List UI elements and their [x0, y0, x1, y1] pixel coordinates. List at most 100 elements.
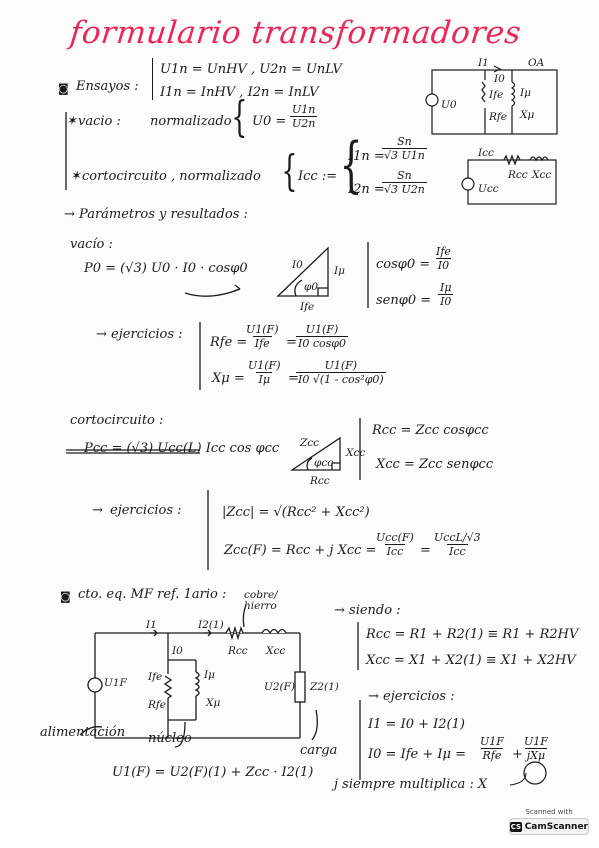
sen-phi0-frac: Iμ I0 [438, 282, 454, 307]
bullet-icon: ◙ [58, 82, 69, 95]
circuit-top-imu: Iμ [520, 87, 531, 99]
cc-brace-2: { [339, 130, 363, 200]
equivalent-circuit-diagram [79, 604, 318, 748]
circuit-cc-diagram [461, 154, 557, 205]
vacio-triangle [276, 246, 329, 297]
rfe-frac-1: U1(F) Ife [244, 324, 280, 349]
xmu-lhs: Xμ = [212, 371, 245, 386]
vacio-u0: U0 = [252, 114, 287, 129]
xmu-n2: U1(F) [324, 359, 358, 372]
siendo-i0-d2: jXμ [524, 747, 548, 762]
tri2-zcc: Zcc [300, 437, 320, 449]
cto-carga: carga [300, 743, 338, 758]
zcc-d1: Icc [384, 543, 406, 558]
cto-imu: Iμ [204, 669, 215, 681]
cc-label: cortocircuito , normalizado [82, 169, 261, 184]
ensayos-brace [152, 58, 154, 100]
siendo-label: → siendo : [334, 603, 401, 618]
xcc-zcc-sen: Xcc = Zcc senφcc [376, 457, 494, 472]
circuit-cc-icc: Icc [478, 147, 494, 159]
rfe-n2: U1(F) [305, 323, 339, 336]
rfe-d1: Ife [252, 335, 272, 350]
circuit-top-rfe: Rfe [489, 111, 508, 123]
zcc-frac-1: Ucc(F) Icc [374, 532, 416, 557]
cto-nucleo: núcleo [148, 731, 192, 746]
siendo-i0-lhs: I0 = Ife + Iμ = [368, 747, 466, 762]
parametros-heading: → Parámetros y resultados : [64, 207, 248, 222]
vacio-num: U1n [292, 103, 316, 116]
eq-sign-3: = [420, 543, 431, 558]
cto-i1: I1 [146, 619, 157, 631]
circuit-top-i1: I1 [478, 57, 489, 69]
tri2-phi: φcc [314, 457, 334, 469]
vacio2-ejercicios: → ejercicios : [96, 327, 183, 342]
zcc-n1: Ucc(F) [376, 531, 414, 544]
handwritten-drawings [65, 65, 558, 786]
tri2-xcc: Xcc [346, 447, 366, 459]
xmu-frac-1: U1(F) Iμ [246, 360, 282, 385]
cc-brace: { [281, 146, 298, 195]
circuit-top-i0: I0 [494, 73, 505, 85]
circuit-top-ife: Ife [489, 89, 504, 101]
cc-fraction-1: Sn √3 U1n [382, 136, 427, 161]
sen-phi0-num: Iμ [440, 281, 452, 294]
circuit-cc-xcc: Xcc [532, 169, 552, 181]
zcc-modulus: |Zcc| = √(Rcc² + Xcc²) [222, 505, 370, 520]
xmu-frac-2: U1(F) I0 √(1 - cos²φ0) [296, 360, 386, 385]
cos-phi0-frac: Ife I0 [434, 246, 453, 271]
cto-u2: U2(F) [264, 681, 296, 693]
tri1-imu: Iμ [334, 265, 345, 277]
sen-phi0-lhs: senφ0 = [376, 293, 432, 308]
pcc-equation: Pcc = (√3) Ucc(L) Icc cos φcc [84, 441, 280, 456]
cto-rfe: Rfe [148, 699, 167, 711]
rcc-zcc-cos: Rcc = Zcc cosφcc [372, 423, 489, 438]
cortocircuito2-ejercicios: ejercicios : [110, 503, 182, 518]
circuit-top-oa: OA [528, 57, 545, 69]
cto-u1f: U1F [104, 677, 127, 689]
rfe-d2: I0 cosφ0 [296, 335, 348, 350]
ensayos-line-2: I1n = InHV , I2n = InLV [160, 85, 319, 100]
cto-i2: I2(1) [198, 619, 224, 631]
tri1-i0: I0 [292, 259, 303, 271]
siendo-note: j siempre multiplica : X [334, 777, 488, 792]
badge-brand-box: CS CamScanner [509, 818, 589, 835]
connector-lines [65, 112, 369, 780]
cto-label: cto. eq. MF ref. 1ario : [78, 587, 227, 602]
vacio-normalizado: normalizado [150, 114, 232, 129]
circled-j-mark [523, 761, 547, 785]
cc-i2n: I2n = [348, 182, 385, 197]
cos-phi0-lhs: cosφ0 = [376, 257, 431, 272]
zcc-n2: UccL/√3 [434, 531, 481, 544]
cc-i1n: I1n = [348, 149, 385, 164]
siendo-xcc: Xcc = X1 + X2(1) ≡ X1 + X2HV [366, 653, 576, 668]
siendo-i0-n1: U1F [480, 735, 504, 748]
camscanner-badge: Scanned with CS CamScanner [509, 808, 589, 838]
cc-arrow-icon: → [92, 503, 103, 518]
zcc-frac-2: UccL/√3 Icc [432, 532, 483, 557]
siendo-i1: I1 = I0 + I2(1) [368, 717, 465, 732]
xmu-d2: I0 √(1 - cos²φ0) [296, 371, 386, 386]
zcc-lhs: Zcc(F) = Rcc + j Xcc = [224, 543, 377, 558]
rfe-n1: U1(F) [246, 323, 279, 336]
cto-xcc: Xcc [266, 645, 286, 657]
tri1-phi: φ0 [304, 281, 319, 293]
star-icon-2: ✶ [70, 169, 81, 184]
circuit-top-xmu: Xμ [520, 109, 535, 121]
vacio2-label: vacío : [70, 237, 113, 252]
xmu-d1: Iμ [256, 371, 272, 386]
siendo-i0-frac-1: U1F Rfe [478, 736, 506, 761]
p0-equation: P0 = (√3) U0 · I0 · cosφ0 [84, 261, 248, 276]
eq-sign-1: = [286, 335, 297, 350]
ensayos-label: Ensayos : [76, 79, 139, 94]
camscanner-logo-icon: CS [510, 821, 522, 832]
cortocircuito2-label: cortocircuito : [70, 413, 164, 428]
cto-xmu: Xμ [206, 697, 221, 709]
cos-phi0-den: I0 [435, 257, 452, 272]
cc-den-1: √3 U1n [382, 147, 427, 162]
cto-rcc: Rcc [228, 645, 248, 657]
circuit-cc-ucc: Ucc [478, 183, 499, 195]
cto-alimentacion: alimentación [40, 725, 126, 740]
cc-sn-2: Sn [397, 169, 412, 182]
scanned-page: formulario transformadores [40, 15, 579, 792]
tri1-ife: Ife [300, 301, 315, 313]
